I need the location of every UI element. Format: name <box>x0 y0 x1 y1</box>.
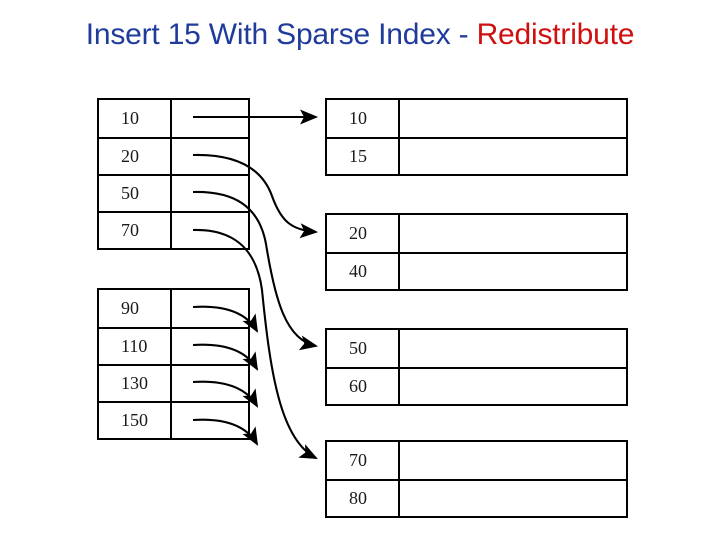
data-key-cell: 60 <box>327 369 400 404</box>
data-block-1: 10 15 <box>325 98 628 176</box>
index-pointer-cell <box>172 366 248 401</box>
data-value-cell <box>400 442 626 479</box>
data-key-cell: 20 <box>327 215 400 252</box>
index-pointer-cell <box>172 290 248 327</box>
data-block-3: 50 60 <box>325 328 628 406</box>
index-key-cell: 50 <box>99 176 172 211</box>
data-value-cell <box>400 100 626 137</box>
title-part-blue: Insert 15 With Sparse Index - <box>85 18 477 51</box>
index-key-cell: 90 <box>99 290 172 327</box>
index-pointer-cell <box>172 100 248 137</box>
index-pointer-cell <box>172 403 248 438</box>
index-entry-row: 150 <box>99 401 248 438</box>
index-key-cell: 10 <box>99 100 172 137</box>
index-pointer-cell <box>172 329 248 364</box>
index-entry-row: 130 <box>99 364 248 401</box>
index-key-cell: 150 <box>99 403 172 438</box>
data-key-cell: 10 <box>327 100 400 137</box>
data-record-row: 50 <box>327 330 626 367</box>
index-pointer-cell <box>172 213 248 248</box>
data-record-row: 60 <box>327 367 626 404</box>
index-key-cell: 70 <box>99 213 172 248</box>
index-block-1: 10 20 50 70 <box>97 98 250 250</box>
data-value-cell <box>400 330 626 367</box>
index-key-cell: 110 <box>99 329 172 364</box>
index-pointer-cell <box>172 139 248 174</box>
data-record-row: 70 <box>327 442 626 479</box>
index-entry-row: 90 <box>99 290 248 327</box>
index-key-cell: 20 <box>99 139 172 174</box>
index-key-cell: 130 <box>99 366 172 401</box>
data-key-cell: 80 <box>327 481 400 516</box>
data-block-4: 70 80 <box>325 440 628 518</box>
data-value-cell <box>400 254 626 289</box>
data-key-cell: 40 <box>327 254 400 289</box>
title-part-red: Redistribute <box>476 18 635 51</box>
data-record-row: 80 <box>327 479 626 516</box>
data-value-cell <box>400 369 626 404</box>
index-entry-row: 10 <box>99 100 248 137</box>
data-key-cell: 50 <box>327 330 400 367</box>
data-block-2: 20 40 <box>325 213 628 291</box>
data-record-row: 20 <box>327 215 626 252</box>
data-value-cell <box>400 481 626 516</box>
data-record-row: 10 <box>327 100 626 137</box>
data-value-cell <box>400 139 626 174</box>
data-key-cell: 70 <box>327 442 400 479</box>
page-title: Insert 15 With Sparse Index - Redistribu… <box>0 18 720 52</box>
index-block-2: 90 110 130 150 <box>97 288 250 440</box>
index-entry-row: 20 <box>99 137 248 174</box>
data-value-cell <box>400 215 626 252</box>
index-pointer-cell <box>172 176 248 211</box>
index-entry-row: 70 <box>99 211 248 248</box>
data-key-cell: 15 <box>327 139 400 174</box>
data-record-row: 40 <box>327 252 626 289</box>
index-entry-row: 110 <box>99 327 248 364</box>
data-record-row: 15 <box>327 137 626 174</box>
index-entry-row: 50 <box>99 174 248 211</box>
